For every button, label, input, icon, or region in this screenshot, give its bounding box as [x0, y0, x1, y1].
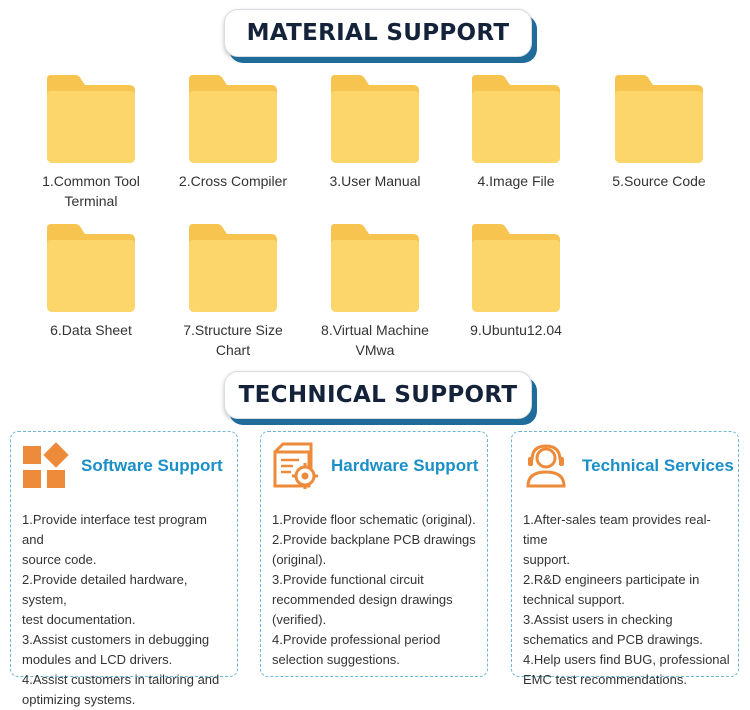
card-title: Software Support [81, 456, 223, 475]
card-description: 1.Provide floor schematic (original). 2.… [272, 510, 481, 670]
desc-line: optimizing systems. [22, 692, 136, 707]
support-person-icon [526, 444, 566, 488]
folder-label-line1: 9.Ubuntu12.04 [470, 322, 562, 338]
folder-icon [331, 75, 419, 163]
folder-label-line1: 6.Data Sheet [50, 322, 132, 338]
folder-icon [615, 75, 703, 163]
desc-line: 2.Provide detailed hardware, system, [22, 572, 188, 607]
desc-line: 1.Provide floor schematic (original). [272, 512, 476, 527]
folder-icon [189, 224, 277, 312]
desc-line: 3.Provide functional circuit [272, 572, 424, 587]
folder-cross-compiler[interactable]: 2.Cross Compiler [163, 73, 303, 191]
folder-label-line1: 4.Image File [477, 173, 555, 189]
card-description: 1.Provide interface test program and sou… [22, 510, 231, 710]
technical-services-card: Technical Services 1.After-sales team pr… [511, 431, 739, 687]
desc-line: recommended design drawings [272, 592, 453, 607]
card-description: 1.After-sales team provides real-time su… [523, 510, 732, 690]
folder-data-sheet[interactable]: 6.Data Sheet [21, 222, 161, 340]
technical-support-heading: TECHNICAL SUPPORT [224, 371, 532, 419]
folder-label-line1: 5.Source Code [612, 173, 706, 189]
desc-line: 1.Provide interface test program and [22, 512, 207, 547]
folder-label-line1: 8.Virtual Machine [321, 322, 429, 338]
desc-line: 4.Assist customers in tailoring and [22, 672, 220, 687]
desc-line: test documentation. [22, 612, 136, 627]
desc-line: 1.After-sales team provides real-time [523, 512, 711, 547]
desc-line: 4.Help users find BUG, professional [523, 652, 730, 667]
folder-source-code[interactable]: 5.Source Code [589, 73, 729, 191]
folder-icon [472, 75, 560, 163]
folder-icon [47, 75, 135, 163]
folder-label-line1: 3.User Manual [329, 173, 421, 189]
desc-line: support. [523, 552, 570, 567]
desc-line: selection suggestions. [272, 652, 400, 667]
desc-line: 3.Assist users in checking [523, 612, 673, 627]
folder-image-file[interactable]: 4.Image File [446, 73, 586, 191]
folder-icon [47, 224, 135, 312]
folder-label-line1: 7.Structure Size [183, 322, 283, 338]
desc-line: (original). [272, 552, 327, 567]
card-title: Hardware Support [331, 456, 479, 475]
desc-line: 2.Provide backplane PCB drawings [272, 532, 476, 547]
hardware-gear-icon [273, 442, 318, 489]
desc-line: modules and LCD drivers. [22, 652, 173, 667]
folder-icon [472, 224, 560, 312]
desc-line: schematics and PCB drawings. [523, 632, 703, 647]
desc-line: EMC test recommendations. [523, 672, 688, 687]
desc-line: source code. [22, 552, 97, 567]
desc-line: 2.R&D engineers participate in [523, 572, 700, 587]
folder-icon [331, 224, 419, 312]
software-support-card: Software Support 1.Provide interface tes… [10, 431, 238, 707]
folder-ubuntu[interactable]: 9.Ubuntu12.04 [446, 222, 586, 340]
folder-icon [189, 75, 277, 163]
folder-label-line1: 1.Common Tool [42, 173, 140, 189]
hardware-support-card: Hardware Support 1.Provide floor schemat… [260, 431, 488, 677]
desc-line: 3.Assist customers in debugging [22, 632, 210, 647]
folder-user-manual[interactable]: 3.User Manual [305, 73, 445, 191]
software-blocks-icon [23, 442, 69, 488]
desc-line: (verified). [272, 612, 327, 627]
folder-label-line2: Terminal [64, 193, 118, 209]
folder-label-line1: 2.Cross Compiler [178, 173, 288, 189]
material-support-heading: MATERIAL SUPPORT [224, 9, 532, 57]
folder-label-line2: VMwa [355, 342, 395, 358]
desc-line: 4.Provide professional period [272, 632, 441, 647]
folder-label-line2: Chart [215, 342, 251, 358]
desc-line: technical support. [523, 592, 625, 607]
card-title: Technical Services [582, 456, 734, 475]
